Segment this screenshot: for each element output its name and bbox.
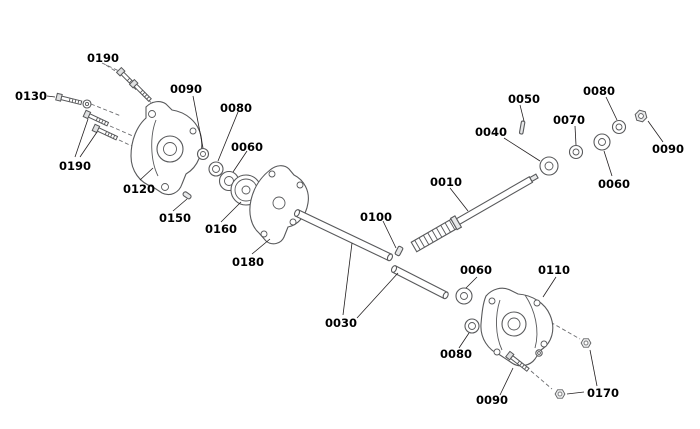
nut-0170-b xyxy=(554,389,566,399)
roller-0100 xyxy=(394,245,404,257)
part-label-0130: 0130 xyxy=(15,89,47,103)
part-label-0100: 0100 xyxy=(360,210,392,224)
bolt-0130 xyxy=(55,92,83,107)
part-label-0090-left: 0090 xyxy=(170,82,202,96)
shaft-0030-lower xyxy=(390,265,449,300)
bearing-0080-left xyxy=(208,161,224,177)
part-label-0060-bottom: 0060 xyxy=(460,263,492,277)
bolt-0190-b xyxy=(129,79,153,103)
washer-0130 xyxy=(82,99,92,109)
part-label-0090-topright: 0090 xyxy=(652,142,684,156)
part-label-0030: 0030 xyxy=(325,316,357,330)
washer-0070 xyxy=(568,144,584,160)
part-label-0080-bottom: 0080 xyxy=(440,347,472,361)
key-0150 xyxy=(182,191,192,200)
part-label-0160: 0160 xyxy=(205,222,237,236)
part-label-0010: 0010 xyxy=(430,175,462,189)
washer-0090-bottom xyxy=(535,349,543,357)
housing-0120 xyxy=(130,101,203,196)
part-label-0090-bottom: 0090 xyxy=(476,393,508,407)
leader-lines xyxy=(46,95,664,396)
part-label-0040: 0040 xyxy=(475,125,507,139)
part-label-0190-top: 0190 xyxy=(87,51,119,65)
bushing-0080-bottom xyxy=(464,318,480,334)
gasket-0180 xyxy=(249,165,309,245)
part-label-0170: 0170 xyxy=(587,386,619,400)
bearing-0040 xyxy=(539,156,559,176)
shaft-0030-upper xyxy=(293,209,394,262)
part-label-0080-left: 0080 xyxy=(220,101,252,115)
part-label-0060-left: 0060 xyxy=(231,140,263,154)
part-label-0070: 0070 xyxy=(553,113,585,127)
nut-0090-topright xyxy=(633,108,649,124)
nut-0170-a xyxy=(580,338,592,348)
part-label-0080-topright: 0080 xyxy=(583,84,615,98)
pin-0050 xyxy=(518,120,526,135)
bearing-0080-topright xyxy=(611,119,627,135)
part-label-0180: 0180 xyxy=(232,255,264,269)
ring-0060-bottom xyxy=(455,287,473,305)
worm-shaft-0010 xyxy=(410,173,539,253)
part-label-0120: 0120 xyxy=(123,182,155,196)
seal-0090-left xyxy=(196,147,210,161)
part-labels: 0190 0130 0090 0080 0060 0190 0120 0150 … xyxy=(15,51,684,407)
part-label-0150: 0150 xyxy=(159,211,191,225)
part-label-0110: 0110 xyxy=(538,263,570,277)
part-label-0190-left: 0190 xyxy=(59,159,91,173)
part-label-0050: 0050 xyxy=(508,92,540,106)
part-label-0060-right: 0060 xyxy=(598,177,630,191)
ring-0060-right xyxy=(593,133,611,151)
